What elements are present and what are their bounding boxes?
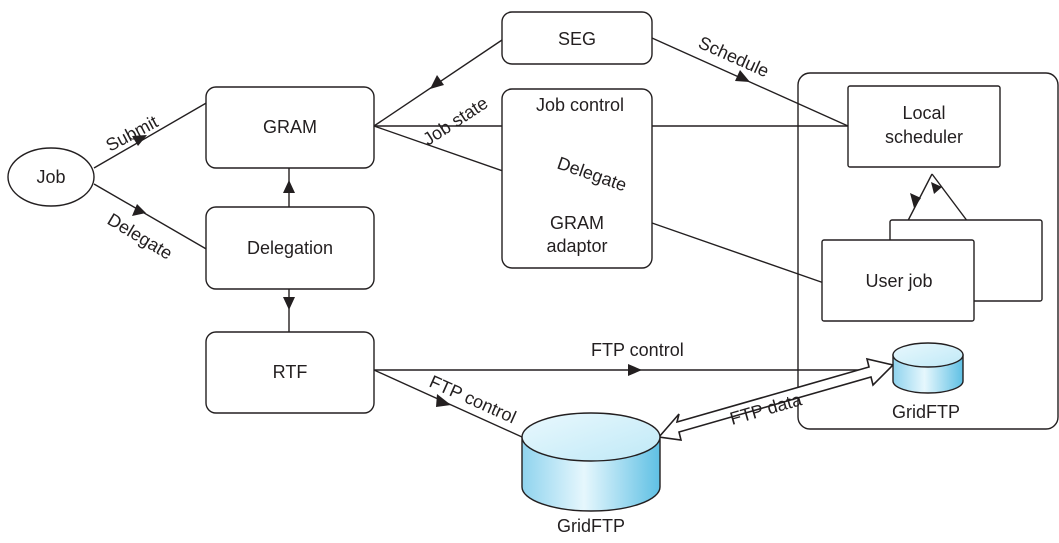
job-state-arrowhead [430, 75, 444, 89]
submit-label: Submit [102, 112, 161, 156]
userjob-to-scheduler-arrowhead [910, 193, 921, 208]
rtf-box [205, 331, 375, 414]
scheduler-to-job-edge [931, 173, 969, 223]
local-scheduler-label-line2: scheduler [885, 127, 963, 147]
job-label: Job [36, 167, 65, 187]
ftp-control-top-label: FTP control [591, 340, 684, 360]
delegation-to-rtf-arrowhead [283, 297, 295, 310]
job-control-label: Job control [536, 95, 624, 115]
rtf-label: RTF [273, 362, 308, 382]
gram-adaptor-label-line2: adaptor [546, 236, 607, 256]
seg-box [501, 11, 653, 65]
delegation-label: Delegation [247, 238, 333, 258]
gram-label: GRAM [263, 117, 317, 137]
delegate-job-label: Delegate [104, 209, 176, 263]
ftp-data-label: FTP data [728, 389, 805, 429]
user-job-label: User job [865, 271, 932, 291]
gram-adaptor-label-line1: GRAM [550, 213, 604, 233]
gridftp-remote-disk [521, 412, 661, 512]
gridftp-local-disk [892, 342, 964, 394]
job-ellipse [7, 147, 95, 207]
delegation-box [205, 206, 375, 290]
gridftp-local-label: GridFTP [892, 402, 960, 422]
schedule-label: Schedule [695, 32, 772, 81]
scheduler-to-job-arrowhead [931, 182, 942, 194]
delegate-job-arrowhead [132, 204, 146, 216]
ftp-control-top-arrowhead [628, 364, 642, 376]
ftp-control-diag-arrowhead [436, 394, 451, 407]
gram-box [205, 86, 375, 169]
delegate-edge-job [93, 183, 209, 251]
seg-label: SEG [558, 29, 596, 49]
gridftp-remote-label: GridFTP [557, 516, 625, 536]
delegation-to-gram-arrowhead [283, 180, 295, 193]
schedule-arrowhead [735, 70, 750, 82]
gram-adaptor-box [501, 88, 653, 269]
user-job-box [821, 239, 975, 322]
submit-edge [93, 101, 209, 169]
local-scheduler-box [847, 85, 1001, 168]
local-scheduler-label-line1: Local [902, 103, 945, 123]
submit-arrowhead [132, 135, 147, 146]
job-state-label: Job state [419, 93, 491, 150]
